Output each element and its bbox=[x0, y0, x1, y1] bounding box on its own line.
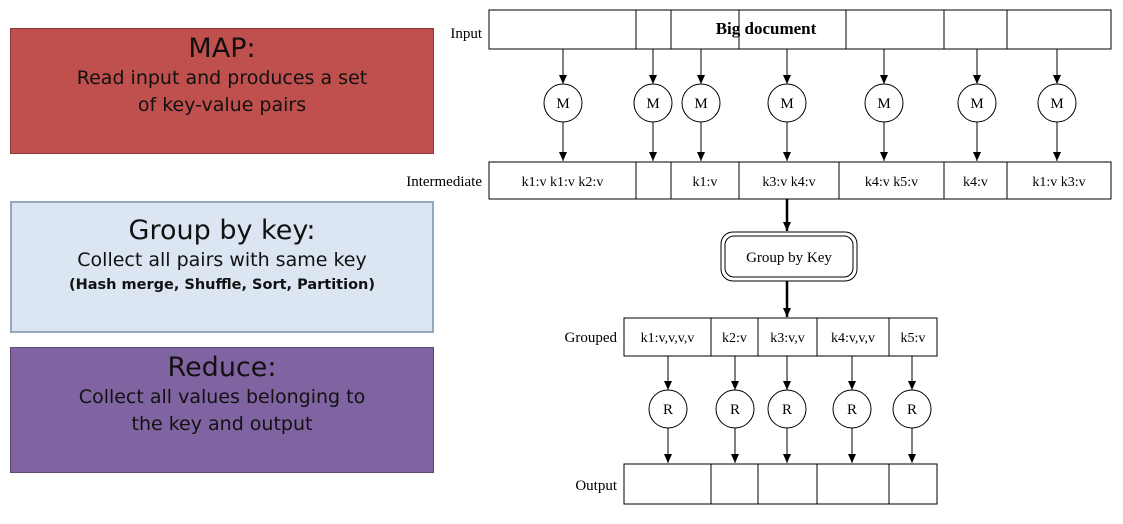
map-node-label: M bbox=[877, 96, 890, 112]
reduce-node-label: R bbox=[782, 402, 792, 418]
map-node-label: M bbox=[1050, 96, 1063, 112]
intermediate-cell: k4:v bbox=[963, 175, 988, 190]
intermediate-cell: k1:v bbox=[693, 175, 718, 190]
intermediate-cell: k3:v k4:v bbox=[762, 175, 815, 190]
grouped-cell: k5:v bbox=[901, 331, 926, 346]
map-title: MAP: bbox=[188, 33, 256, 64]
output-bar bbox=[623, 463, 938, 505]
group-desc-line1: Collect all pairs with same key bbox=[77, 249, 367, 271]
intermediate-cell: k1:v k1:v k2:v bbox=[522, 175, 604, 190]
group-desc-line2: (Hash merge, Shuffle, Sort, Partition) bbox=[68, 277, 375, 293]
input-document-text: Big document bbox=[716, 19, 817, 38]
grouped-cell: k2:v bbox=[722, 331, 747, 346]
map-panel: MAP: Read input and produces a set of ke… bbox=[10, 28, 434, 154]
group-by-key-node bbox=[724, 235, 854, 278]
grouped-bar bbox=[623, 317, 938, 357]
map-node-label: M bbox=[556, 96, 569, 112]
reduce-node-label: R bbox=[730, 402, 740, 418]
map-desc-line2: of key-value pairs bbox=[137, 94, 307, 116]
reduce-panel: Reduce: Collect all values belonging to … bbox=[10, 347, 434, 473]
map-node-label: M bbox=[970, 96, 983, 112]
group-by-key-text: Group by Key bbox=[746, 250, 832, 266]
grouped-cell: k3:v,v bbox=[770, 331, 804, 346]
grouped-label: Grouped bbox=[565, 330, 618, 346]
map-node-label: M bbox=[646, 96, 659, 112]
group-panel: Group by key: Collect all pairs with sam… bbox=[10, 201, 434, 333]
reduce-node-label: R bbox=[907, 402, 917, 418]
grouped-cell: k1:v,v,v,v bbox=[641, 331, 695, 346]
reduce-node-label: R bbox=[847, 402, 857, 418]
reduce-title: Reduce: bbox=[167, 352, 277, 383]
map-node-label: M bbox=[780, 96, 793, 112]
intermediate-cell: k4:v k5:v bbox=[865, 175, 918, 190]
map-node-label: M bbox=[694, 96, 707, 112]
group-title: Group by key: bbox=[128, 215, 316, 246]
reduce-desc-line2: the key and output bbox=[131, 413, 313, 435]
input-label: Input bbox=[450, 26, 482, 42]
reduce-node-label: R bbox=[663, 402, 673, 418]
output-label: Output bbox=[575, 478, 618, 494]
reduce-desc-line1: Collect all values belonging to bbox=[78, 386, 366, 408]
map-desc-line1: Read input and produces a set bbox=[76, 67, 368, 89]
intermediate-cell: k1:v k3:v bbox=[1032, 175, 1085, 190]
grouped-cell: k4:v,v,v bbox=[831, 331, 875, 346]
intermediate-label: Intermediate bbox=[406, 174, 482, 190]
